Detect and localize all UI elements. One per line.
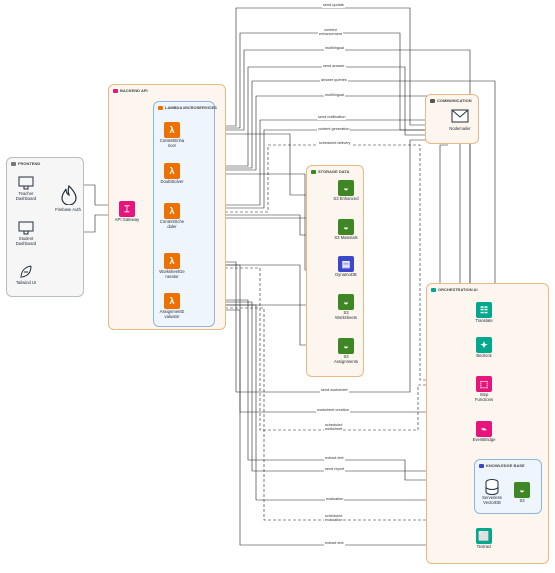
lambda-group-icon: [158, 105, 163, 110]
eventbridge-icon[interactable]: ⌁: [476, 421, 492, 437]
communication-group-icon: [430, 98, 435, 103]
edge-label-send-notification: send notification: [317, 115, 347, 120]
edge-label-send-worksheet: send worksheet: [320, 388, 349, 393]
s3-materials-label: S3 Materials: [334, 235, 358, 240]
orchestration-group-label: ORCHESTRATION AI: [438, 287, 478, 292]
s3-worksheets-label: S3 Worksheets: [334, 310, 358, 320]
storage-group-label: STORAGE DATA: [318, 169, 350, 174]
edge-label-send-answer: send answer: [322, 64, 346, 69]
storage-group: STORAGE DATA: [306, 165, 364, 377]
firebase-flame-icon[interactable]: [60, 185, 78, 205]
edge-label-worksheet-creation: worksheet creation: [316, 408, 350, 413]
eventbridge-label: EventBridge: [472, 437, 496, 442]
serverless-vectordb-label: Serverless VectorDB: [482, 495, 502, 505]
bedrock-label: Bedrock: [476, 353, 492, 358]
edge-label-answer-queries: answer queries: [320, 78, 348, 83]
lambda-icon[interactable]: λ: [164, 122, 180, 138]
dynamodb-icon[interactable]: ▤: [338, 256, 354, 272]
firebase-auth-label: Firebase Auth: [55, 207, 81, 212]
lambda-icon[interactable]: λ: [164, 203, 180, 219]
frontend-group-icon: [11, 161, 16, 166]
s3-bucket-icon[interactable]: ◒: [338, 219, 354, 235]
s3-bucket-icon[interactable]: ◒: [338, 338, 354, 354]
orchestration-group-icon: [431, 287, 436, 292]
edge-label-scheduled-delivery: scheduled delivery: [318, 141, 352, 146]
assignment-evaluator-label: AssignmentE valuator: [159, 309, 185, 319]
edge-label-multilingual-1: multilingual: [324, 46, 345, 51]
textract-label: Textract: [476, 544, 492, 549]
s3-bucket-icon[interactable]: ◒: [338, 180, 354, 196]
s3-enhanced-label: S3 Enhanced: [333, 196, 359, 201]
lambda-group-label: LAMBDA MICROSERVICES: [165, 105, 217, 110]
edge-label-evaluation: evaluation: [325, 497, 345, 502]
dynamodb-label: DynamoDB: [335, 272, 357, 277]
edge-label-content-enhancement: content enhancement: [318, 28, 344, 37]
edge-label-content-generation: content generation: [317, 127, 351, 132]
lambda-icon[interactable]: λ: [164, 253, 180, 269]
tailwind-ui-label: Tailwind UI: [15, 280, 37, 285]
edge-label-extract-text-2: extract text: [324, 541, 345, 546]
step-functions-label: Step Functions: [474, 392, 494, 402]
edge-label-scheduled-evaluation: scheduled evaluation: [324, 514, 344, 523]
edge-label-extract-text-1: extract text: [324, 456, 345, 461]
knowledge-base-group: KNOWLEDGE BASE: [474, 459, 542, 514]
mail-envelope-icon[interactable]: [451, 109, 469, 123]
backend-api-group-label: BACKEND API: [120, 88, 148, 93]
step-functions-icon[interactable]: ⬚: [476, 376, 492, 392]
edge-label-send-update: send update: [322, 3, 345, 8]
s3-bucket-icon[interactable]: ◒: [338, 294, 354, 310]
translate-icon[interactable]: ☷: [476, 302, 492, 318]
communication-group-label: COMMUNICATION: [437, 98, 472, 103]
student-monitor-icon[interactable]: [18, 221, 34, 235]
worksheet-generator-label: WorksheetGe nerator: [159, 269, 185, 279]
knowledge-base-group-label: KNOWLEDGE BASE: [486, 463, 525, 468]
edge-label-scheduled-worksheet: scheduled worksheet: [324, 423, 344, 432]
s3-assignments-label: S3 Assignments: [334, 354, 358, 364]
content-scheduler-label: ContentSche duler: [159, 219, 185, 229]
translate-label: Translate: [475, 318, 493, 323]
edge-label-send-report: send report: [324, 467, 346, 472]
database-cylinder-icon[interactable]: [485, 479, 499, 495]
lambda-icon[interactable]: λ: [164, 293, 180, 309]
content-enhancer-label: ContentEnha ncer: [159, 138, 185, 148]
s3-bucket-icon[interactable]: ◒: [514, 482, 530, 498]
nodemailer-label: Nodemailer: [449, 126, 471, 131]
textract-icon[interactable]: ⬜: [476, 528, 492, 544]
storage-group-icon: [311, 169, 316, 174]
doubt-solver-label: DoubtSolver: [160, 179, 184, 184]
edge-label-multilingual-2: multilingual: [324, 93, 345, 98]
student-dashboard-label: Student Dashboard: [15, 236, 37, 246]
api-gateway-label: API Gateway: [114, 217, 140, 222]
teacher-dashboard-label: Teacher Dashboard: [15, 191, 37, 201]
knowledge-base-group-icon: [479, 463, 484, 468]
lambda-group: LAMBDA MICROSERVICES: [153, 101, 217, 327]
frontend-group-label: FRONTEND: [18, 161, 41, 166]
bedrock-icon[interactable]: ✦: [476, 337, 492, 353]
api-gateway-icon[interactable]: ⌶: [119, 201, 135, 217]
teacher-monitor-icon[interactable]: [18, 176, 34, 190]
lambda-icon[interactable]: λ: [164, 163, 180, 179]
feather-icon[interactable]: [19, 265, 33, 279]
kb-s3-label: S3: [519, 498, 525, 503]
backend-api-group-icon: [113, 88, 118, 93]
